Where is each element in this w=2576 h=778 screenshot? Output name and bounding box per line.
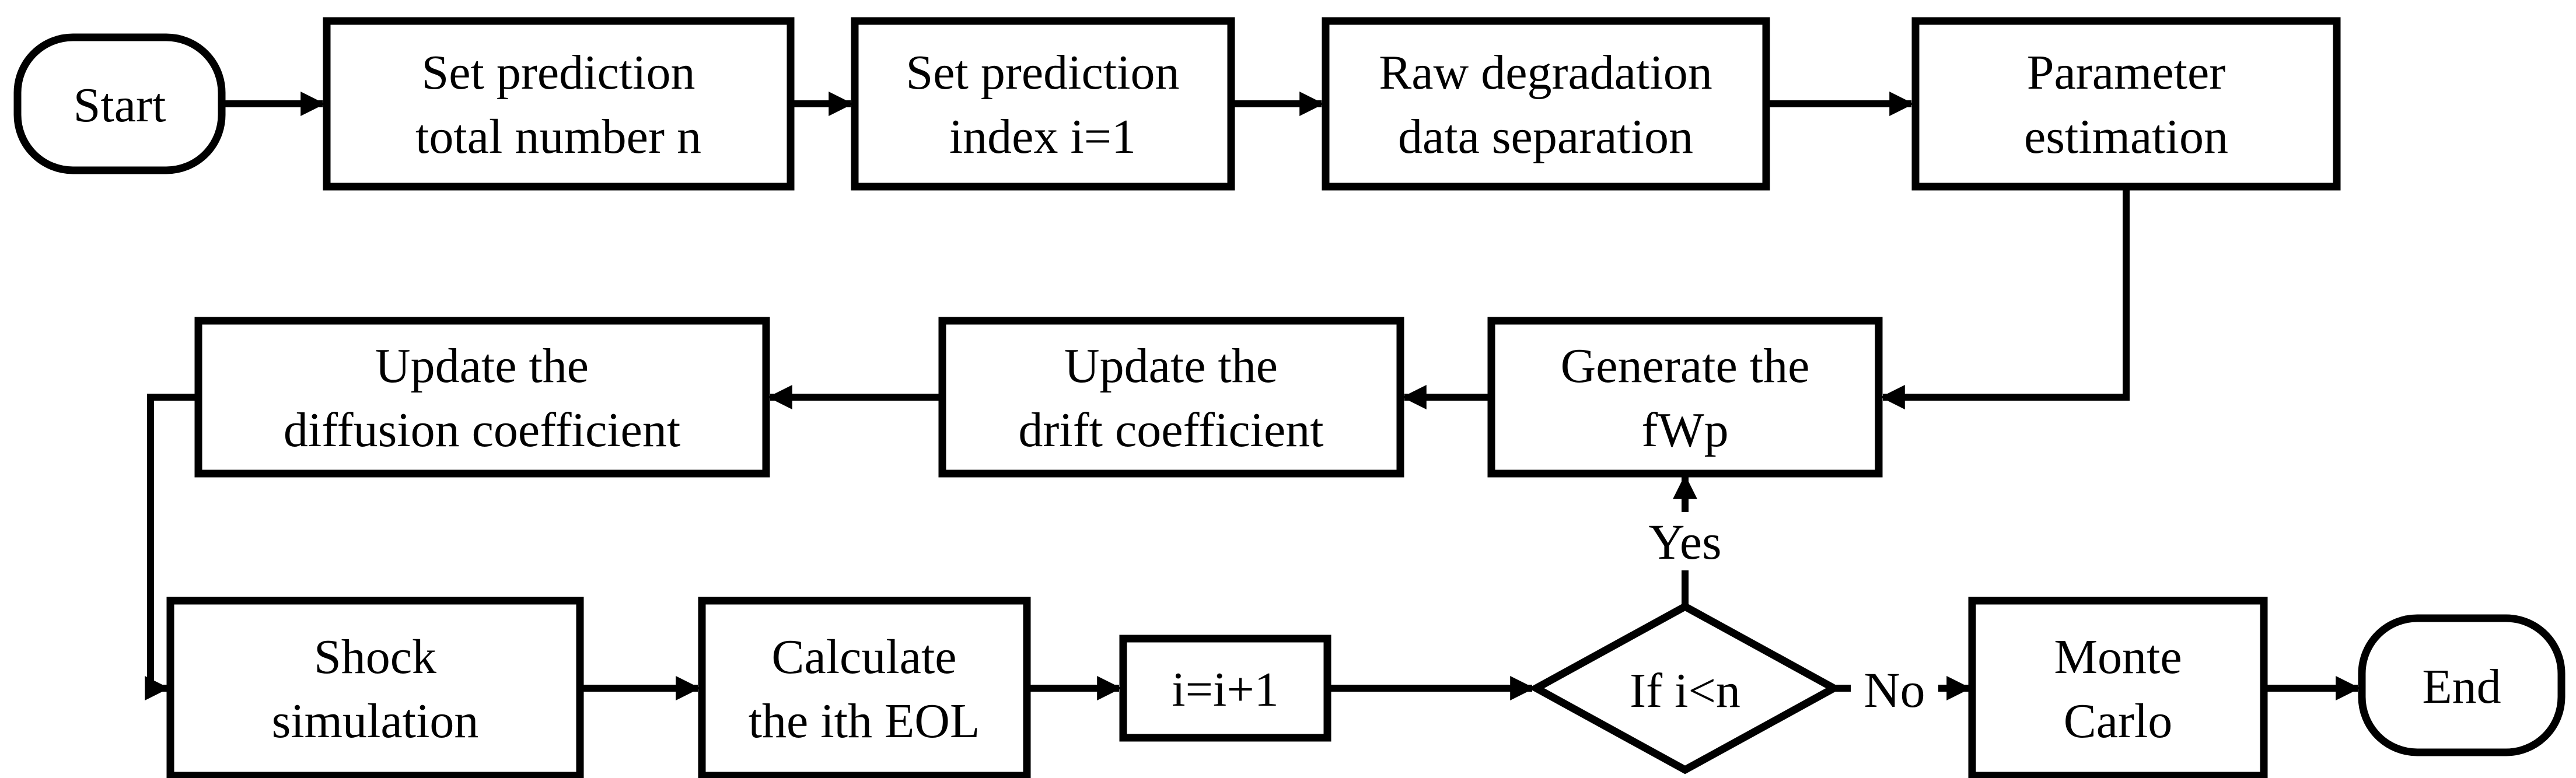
shock-simulation-label-line2: simulation — [272, 694, 479, 748]
decision-diamond-shape — [1528, 602, 1842, 775]
parameter-estimation-box: Parameter estimation — [1911, 17, 2341, 191]
generate-fwp-label-line1: Generate the — [1561, 339, 1810, 393]
end-label: End — [2422, 660, 2501, 714]
arrow-parameter-estimation-to-generate-fwp — [1880, 187, 2130, 409]
generate-fwp-label-line2: fWp — [1641, 403, 1728, 457]
calculate-eol-label-line2: the ith EOL — [749, 694, 980, 748]
start-terminator: Start — [13, 33, 226, 174]
decision-diamond: If i<n — [1528, 602, 1842, 775]
shock-simulation-label-line1: Shock — [314, 630, 436, 684]
calculate-eol-shape — [698, 597, 1031, 778]
increment-label: i=i+1 — [1172, 663, 1278, 717]
set-total-box: Set prediction total number n — [323, 17, 795, 191]
end-terminator-shape — [2358, 614, 2565, 756]
update-drift-shape — [938, 317, 1404, 478]
update-drift-box: Update the drift coefficient — [938, 317, 1404, 478]
parameter-estimation-label-line1: Parameter — [2027, 45, 2225, 100]
calculate-eol-label-line1: Calculate — [771, 630, 956, 684]
set-total-label-line1: Set prediction — [422, 45, 695, 100]
increment-shape — [1119, 635, 1331, 742]
set-total-label-line2: total number n — [415, 110, 701, 164]
yes-label-background — [1634, 512, 1736, 570]
start-label: Start — [74, 78, 166, 132]
monte-carlo-label-line1: Monte — [2054, 630, 2182, 684]
calculate-eol-box: Calculate the ith EOL — [698, 597, 1031, 778]
set-index-shape — [851, 17, 1235, 191]
yes-label: Yes — [1648, 514, 1721, 570]
update-diffusion-label-line1: Update the — [375, 339, 589, 393]
set-index-label-line1: Set prediction — [906, 45, 1180, 100]
update-diffusion-box: Update the diffusion coefficient — [194, 317, 770, 478]
update-drift-label-line1: Update the — [1064, 339, 1278, 393]
arrow-update-diffusion-to-shock-simulation — [145, 394, 198, 700]
parameter-estimation-shape — [1911, 17, 2341, 191]
start-terminator-shape — [13, 33, 226, 174]
raw-separation-label-line2: data separation — [1398, 110, 1693, 164]
raw-separation-box: Raw degradation data separation — [1322, 17, 1770, 191]
raw-separation-label-line1: Raw degradation — [1379, 45, 1712, 100]
no-label-background — [1851, 652, 1938, 726]
monte-carlo-shape — [1968, 597, 2268, 778]
set-index-label-line2: index i=1 — [949, 110, 1136, 164]
monte-carlo-label-line2: Carlo — [2064, 694, 2173, 748]
update-diffusion-label-line2: diffusion coefficient — [284, 403, 680, 457]
update-drift-label-line2: drift coefficient — [1018, 403, 1323, 457]
end-terminator: End — [2358, 614, 2565, 756]
generate-fwp-shape — [1487, 317, 1883, 478]
generate-fwp-box: Generate the fWp — [1487, 317, 1883, 478]
set-index-box: Set prediction index i=1 — [851, 17, 1235, 191]
no-label: No — [1864, 662, 1925, 718]
parameter-estimation-label-line2: estimation — [2024, 110, 2228, 164]
set-total-shape — [323, 17, 795, 191]
decision-label: If i<n — [1630, 664, 1740, 718]
update-diffusion-shape — [194, 317, 770, 478]
raw-separation-shape — [1322, 17, 1770, 191]
shock-simulation-box: Shock simulation — [166, 597, 584, 778]
shock-simulation-shape — [166, 597, 584, 778]
monte-carlo-box: Monte Carlo — [1968, 597, 2268, 778]
increment-box: i=i+1 — [1119, 635, 1331, 742]
